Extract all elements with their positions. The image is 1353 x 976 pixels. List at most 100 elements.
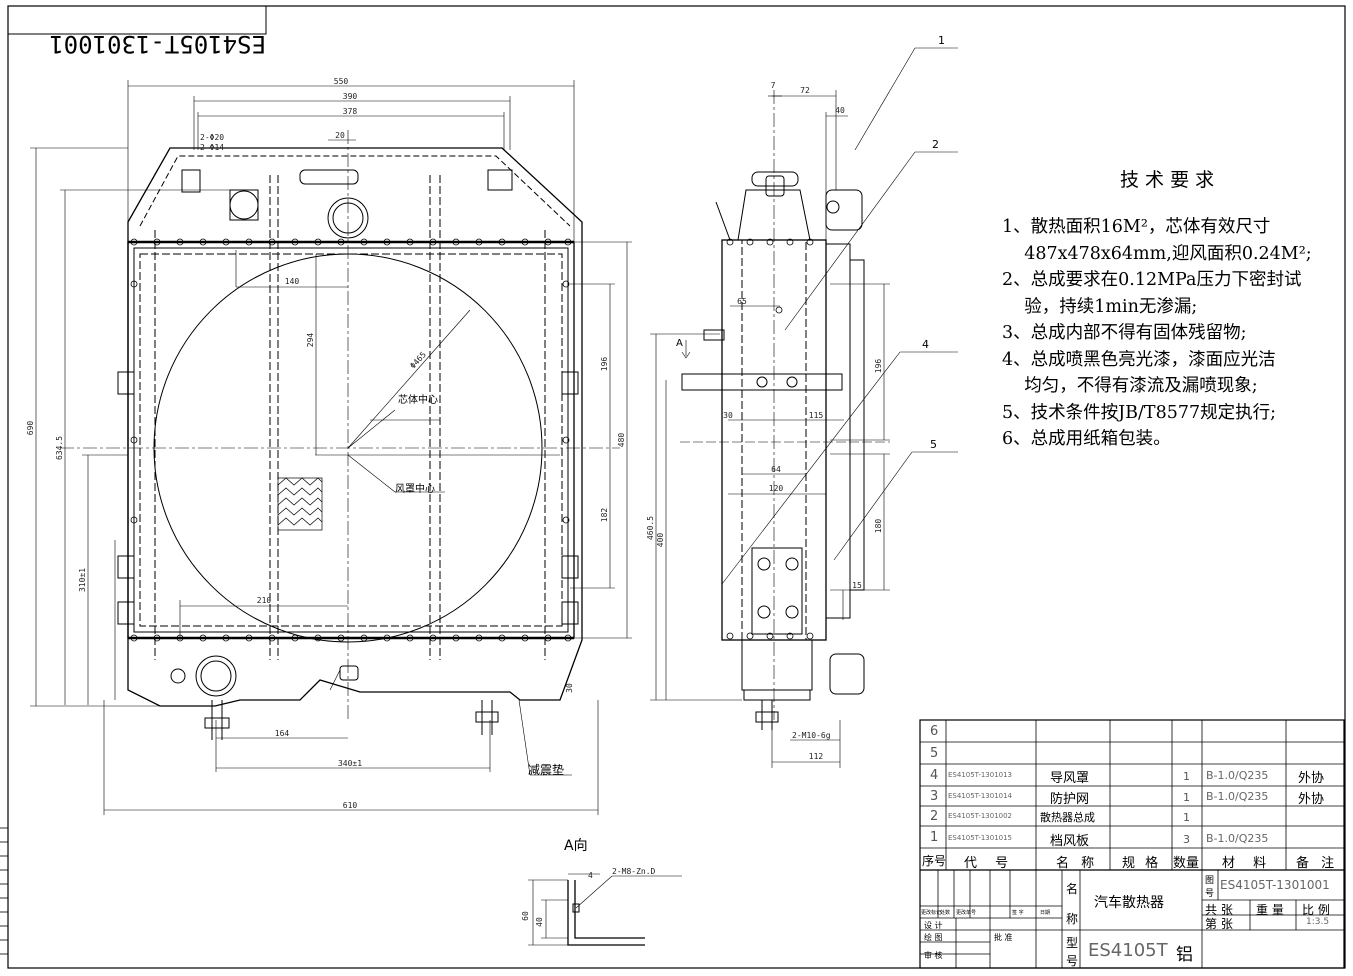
sheets-total: 共 张 — [1205, 903, 1233, 917]
rev-header: 日期 — [1040, 910, 1051, 916]
tech-req-list: 1、散热面积16M²，芯体有效尺寸 487x478x64mm,迎风面积0.24M… — [1002, 214, 1312, 453]
side-bolts — [726, 238, 814, 640]
svg-text:30: 30 — [565, 683, 574, 693]
svg-text:2-Φ20: 2-Φ20 — [200, 133, 224, 142]
svg-text:20: 20 — [335, 131, 345, 140]
drawn-label: 绘 图 — [924, 933, 943, 942]
svg-text:2-M8-Zn.D: 2-M8-Zn.D — [612, 867, 656, 876]
bom-row-code: ES4105T-1301015 — [948, 834, 1013, 842]
check-label: 审 核 — [924, 951, 943, 960]
svg-text:2: 2 — [932, 138, 939, 151]
svg-text:40: 40 — [535, 917, 544, 927]
part-name: 汽车散热器 — [1094, 895, 1164, 911]
bom-row-name: 档风板 — [1050, 834, 1090, 849]
svg-text:310±1: 310±1 — [78, 568, 87, 592]
svg-text:1: 1 — [938, 34, 945, 47]
sheet-border — [7, 5, 1346, 969]
tech-req-title: 技 术 要 求 — [1120, 169, 1215, 191]
bom-row-code: ES4105T-1301002 — [948, 812, 1013, 820]
bom-row-no: 3 — [930, 789, 939, 804]
bom-row-remark: 外协 — [1298, 771, 1325, 786]
bom-header-spec: 规 格 — [1122, 856, 1159, 871]
tech-req-item: 2、总成要求在0.12MPa压力下密封试 验，持续1min无渗漏; — [1002, 270, 1302, 317]
scale-value: 1:3.5 — [1306, 917, 1330, 927]
svg-text:30: 30 — [723, 411, 733, 420]
svg-text:340±1: 340±1 — [338, 759, 362, 768]
weight-label: 重 量 — [1256, 903, 1284, 917]
svg-text:140: 140 — [285, 277, 300, 286]
drawing-no-label: 号 — [1205, 889, 1215, 899]
bom-grid — [919, 719, 1345, 969]
code-box — [7, 5, 267, 35]
drawing-no-label: 图 — [1205, 876, 1215, 886]
bom-row-material: B-1.0/Q235 — [1206, 832, 1269, 845]
housing-outline — [127, 147, 583, 707]
bom-header-no: 序号 — [922, 854, 947, 868]
svg-text:7: 7 — [771, 81, 776, 90]
svg-text:378: 378 — [343, 107, 358, 116]
name-label: 名 — [1066, 882, 1079, 896]
svg-text:610: 610 — [343, 801, 358, 810]
bom-row-remark: 外协 — [1298, 792, 1325, 807]
bom-header-name: 名 称 — [1056, 856, 1095, 871]
bom-row-no: 6 — [930, 724, 939, 739]
svg-text:182: 182 — [600, 508, 609, 523]
model-label: 号 — [1066, 954, 1079, 968]
svg-text:480: 480 — [617, 433, 626, 448]
scale-label: 比 例 — [1302, 903, 1330, 917]
bom-row-code: ES4105T-1301014 — [948, 792, 1013, 800]
bom-row-no: 2 — [930, 809, 939, 824]
svg-text:65: 65 — [737, 297, 747, 306]
sheet-no: 第 张 — [1205, 917, 1233, 931]
bom-row-qty: 1 — [1183, 770, 1190, 783]
bom-row-no: 1 — [930, 830, 939, 845]
bom-row-material: B-1.0/Q235 — [1206, 790, 1269, 803]
svg-text:180: 180 — [874, 519, 883, 534]
bom-row-qty: 3 — [1183, 833, 1190, 846]
view-a-text: A向 2-M8-Zn.D 4 60 40 — [521, 838, 656, 927]
svg-text:120: 120 — [769, 484, 784, 493]
bom-row-no: 4 — [930, 768, 939, 783]
bom-row-qty: 1 — [1183, 791, 1190, 804]
svg-text:550: 550 — [334, 77, 349, 86]
svg-text:4: 4 — [922, 338, 929, 351]
tech-req-item: 4、总成喷黑色亮光漆，漆面应光洁 均匀，不得有漆流及漏喷现象; — [1002, 349, 1276, 397]
rev-header: 处数 — [940, 910, 951, 916]
core-center-label: 芯体中心 — [398, 393, 438, 406]
mirrored-code: ES4105T-1301001 — [49, 30, 266, 58]
drawing-no: ES4105T-1301001 — [1220, 878, 1330, 892]
bom-header-remark: 备 注 — [1296, 856, 1335, 871]
svg-text:690: 690 — [26, 421, 35, 436]
rev-header: 签 字 — [1012, 910, 1024, 916]
tech-req-item: 5、技术条件按JB/T8577规定执行; — [1002, 402, 1277, 423]
approve-label: 批 准 — [994, 933, 1013, 942]
margin-ticks — [0, 827, 8, 955]
rev-header: 更改单号 — [956, 910, 977, 916]
front-view — [60, 130, 620, 740]
svg-text:112: 112 — [809, 752, 824, 761]
svg-text:390: 390 — [343, 92, 358, 101]
frame-bolts — [130, 238, 572, 642]
damper-label: 减震垫 — [528, 762, 564, 777]
shroud-center-label: 风罩中心 — [395, 482, 435, 495]
svg-text:15: 15 — [852, 581, 862, 590]
svg-text:72: 72 — [800, 86, 810, 95]
svg-text:460.5: 460.5 — [646, 516, 655, 540]
rev-header: 更改标记 — [921, 910, 942, 916]
bom-row-no: 5 — [930, 746, 939, 761]
bom-row-code: ES4105T-1301013 — [948, 771, 1013, 779]
core-frame — [127, 241, 575, 639]
svg-text:400: 400 — [656, 533, 665, 548]
bom-row-name: 防护网 — [1050, 792, 1090, 807]
bom-header-code: 代 号 — [964, 856, 1009, 871]
svg-text:60: 60 — [521, 911, 530, 921]
model-label: 型 — [1066, 936, 1079, 950]
svg-text:196: 196 — [600, 357, 609, 372]
svg-text:Φ465: Φ465 — [408, 350, 428, 370]
svg-text:210: 210 — [257, 596, 272, 605]
side-dim-text: 7 72 40 65 30 115 64 120 196 180 15 460.… — [646, 34, 945, 761]
svg-text:294: 294 — [306, 333, 315, 348]
model-value: ES4105T — [1088, 940, 1168, 961]
name-label: 称 — [1066, 912, 1079, 926]
